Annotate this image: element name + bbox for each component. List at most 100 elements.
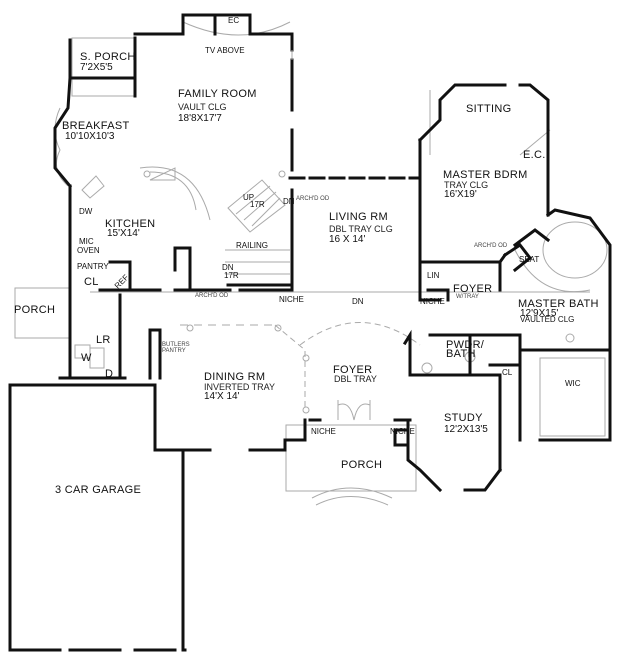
column: [302, 406, 310, 414]
garage-name: 3 CAR GARAGE: [55, 484, 142, 496]
dining-rm-name: DINING RM: [204, 371, 266, 383]
tv-above-label: TV ABOVE: [205, 46, 245, 55]
breakfast-wall: [53, 76, 73, 189]
hearth-arc: [182, 21, 291, 36]
s-porch-name: S. PORCH: [80, 51, 136, 63]
bath-wall: [545, 208, 612, 307]
lr-label: LR: [96, 334, 111, 346]
s-porch-dims: 7'2X5'5: [80, 62, 113, 73]
garage-north-wall: [8, 383, 157, 452]
column: [186, 324, 194, 332]
stairs-up-risers: 17R: [250, 200, 265, 209]
ec-label: EC: [228, 16, 240, 25]
wic-name: WIC: [565, 379, 581, 388]
laundry-fixtures: [74, 344, 105, 369]
stairs-dn-label: DN: [222, 263, 234, 272]
foyer-main-name: FOYER: [333, 364, 373, 376]
breakfast-dims: 10'10X10'3: [65, 131, 115, 142]
butlers-label: BUTLERS: [162, 342, 190, 348]
study-east-wall: [408, 373, 502, 472]
column: [143, 170, 151, 178]
ref-wall: [108, 260, 132, 292]
family-room-dims: 18'8X17'7: [178, 113, 222, 124]
porch-steps: [311, 487, 393, 506]
tub: [542, 221, 608, 279]
cl-kitchen-label: CL: [84, 276, 99, 288]
master-bath-dims: 12'9X15': [520, 308, 559, 319]
front-porch-name: PORCH: [341, 459, 383, 471]
kitchen-stub-wall: [173, 246, 192, 292]
study-dims: 12'2X13'5: [444, 424, 488, 435]
dw-label: DW: [79, 207, 93, 216]
lower-stair-lines: [225, 249, 290, 275]
pwdr-bath-wall: [428, 333, 522, 377]
wic-wall: [518, 303, 612, 442]
master-bdrm-dims: 16'X19': [444, 189, 477, 200]
family-room-ceiling: VAULT CLG: [178, 102, 227, 112]
butlers-pantry-wall: [148, 328, 162, 380]
tub-deck: [514, 249, 591, 293]
s-porch-wall: [68, 36, 137, 98]
living-rm-ceiling: DBL TRAY CLG: [329, 224, 393, 234]
column: [278, 170, 286, 178]
column: [302, 354, 310, 362]
side-porch-name: PORCH: [14, 304, 56, 316]
pwdr-name-2: BATH: [446, 348, 476, 360]
foyer-master-wall: [418, 252, 508, 292]
stairs-dn-risers: 17R: [224, 271, 239, 280]
kitchen-dims: 15'X14': [107, 228, 140, 239]
toilet-icon: [565, 333, 575, 343]
archd-od-master: ARCH'D OD: [474, 243, 508, 249]
lin-label: LIN: [427, 271, 440, 280]
kitchen-island-curve: [139, 166, 211, 221]
master-bdrm-ceiling: TRAY CLG: [444, 180, 489, 190]
dining-foyer-colonnade: [274, 324, 306, 410]
niche-right-wall: [393, 418, 412, 447]
cl-master-label: CL: [502, 368, 513, 377]
master-bath-name: MASTER BATH: [518, 298, 599, 310]
pantry-label: PANTRY: [77, 262, 109, 271]
sitting-wall: [417, 83, 550, 217]
family-north-wall: [133, 13, 294, 52]
pwdr-wall: [402, 329, 412, 377]
pwdr-name: PWDR/: [446, 339, 485, 351]
niche-porch-right: NICHE: [390, 427, 415, 436]
archd-od-kitchen: ARCH'D OD: [195, 293, 229, 299]
master-bdrm-name: MASTER BDRM: [443, 169, 528, 181]
w-label: W: [81, 352, 92, 364]
railing-label: RAILING: [236, 241, 269, 250]
dn-living-label: DN: [283, 197, 295, 206]
ec-master-label: E.C.: [523, 149, 546, 161]
wic-shelving: [539, 357, 606, 437]
d-label: D: [105, 368, 114, 380]
stairs-up-label: UP: [243, 193, 255, 202]
study-name: STUDY: [444, 412, 483, 424]
mic-label: MIC: [79, 237, 94, 246]
foyer-main-ceiling: DBL TRAY: [334, 374, 377, 384]
master-bath-ceiling: VAULTED CLG: [520, 315, 575, 324]
dn-hall-label: DN: [352, 297, 364, 306]
seat-label: SEAT: [519, 255, 540, 264]
sitting-name: SITTING: [466, 103, 512, 115]
stair-treads: [227, 179, 286, 233]
breakfast-name: BREAKFAST: [62, 120, 130, 132]
niche-hall-label: NICHE: [279, 295, 304, 304]
dining-rm-ceiling: INVERTED TRAY: [204, 382, 276, 392]
living-rm-dims: 16 X 14': [329, 234, 366, 245]
foyer-master-ceiling: W/TRAY: [456, 294, 479, 300]
master-detail-lines: [429, 90, 551, 156]
oven-label: OVEN: [77, 246, 100, 255]
toilet-icon: [421, 362, 433, 374]
column: [274, 324, 282, 332]
garage-west-south-wall: [8, 383, 187, 652]
front-door-swing: [337, 400, 371, 421]
niche-foyer-label: NICHE: [420, 297, 445, 306]
archd-od-living: ARCH'D OD: [296, 196, 330, 202]
kitchen-name: KITCHEN: [105, 218, 156, 230]
foyer-tray-arc: [299, 322, 421, 346]
foyer-master-name: FOYER: [453, 283, 493, 295]
niche-left-wall: [283, 418, 322, 452]
sink-icon: [81, 175, 105, 199]
lin-closet-wall: [418, 263, 450, 302]
